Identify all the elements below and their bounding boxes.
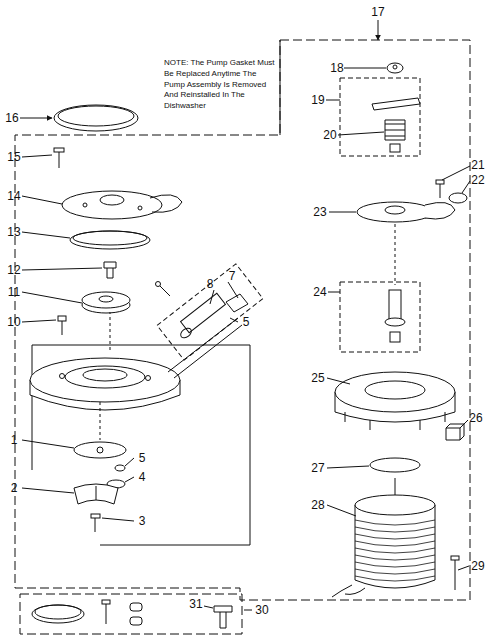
callout-number: 8 [207,278,214,290]
chopper-assembly [372,98,420,152]
note-text: NOTE: The Pump Gasket Must Be Replaced A… [164,58,276,112]
callout-number: 10 [7,316,20,328]
nut [387,63,403,73]
drain-arm-assembly [157,264,263,378]
callout-number: 4 [139,471,146,483]
callout-number: 19 [311,94,324,106]
bolt [214,606,232,628]
leader-lines [20,20,470,610]
callout-number: 16 [5,112,18,124]
callout-number: 12 [7,264,20,276]
callout-number: 26 [469,412,482,424]
callout-number: 14 [7,190,20,202]
shaft-seal [385,290,405,342]
impeller-bolt [104,262,116,278]
group-box [340,78,420,156]
callout-number: 20 [323,129,336,141]
callout-number: 11 [8,286,20,298]
axis-line [395,224,396,285]
screw [54,148,64,168]
pump-cover [62,191,182,219]
note-frame [280,40,281,135]
axis-line [110,312,111,350]
callout-number: 27 [311,462,324,474]
shield-disk [370,458,420,472]
callout-number: 7 [229,270,236,282]
axis-line [100,402,101,440]
screw [156,282,171,297]
screw [58,316,66,335]
assembly-boundary [15,40,470,600]
callout-number: 24 [313,286,326,298]
callout-number: 28 [311,499,324,511]
callout-number: 25 [311,372,324,384]
callout-number: 2 [11,482,18,494]
mounting-plate [357,202,455,222]
pump-housing [30,358,180,410]
grommet [449,193,467,203]
screw [436,180,444,198]
screw [91,514,100,532]
seal-ring [70,231,150,249]
subassembly-bracket [32,345,33,470]
callout-number: 18 [330,62,343,74]
kit-parts [32,600,142,625]
callout-number: 29 [471,560,484,572]
impeller [82,292,130,313]
callout-number: 23 [313,206,326,218]
callout-number: 22 [471,174,484,186]
seal-plate [74,442,126,458]
callout-number: 31 [189,598,202,610]
callout-number: 5 [243,316,250,328]
callout-number: 21 [471,159,484,171]
kit-box [20,594,242,634]
callout-number: 15 [7,151,20,163]
motor [332,478,435,597]
screw [451,556,459,590]
callout-number: 3 [139,515,146,527]
callout-number: 17 [371,6,384,18]
pump-gasket [54,105,138,131]
group-box [340,282,420,352]
bracket [74,484,118,504]
motor-mount [335,372,455,430]
callout-number: 13 [7,226,20,238]
callout-number: 5 [139,452,146,464]
o-ring [115,465,125,471]
callout-number: 1 [11,434,18,446]
callout-number: 30 [255,604,268,616]
